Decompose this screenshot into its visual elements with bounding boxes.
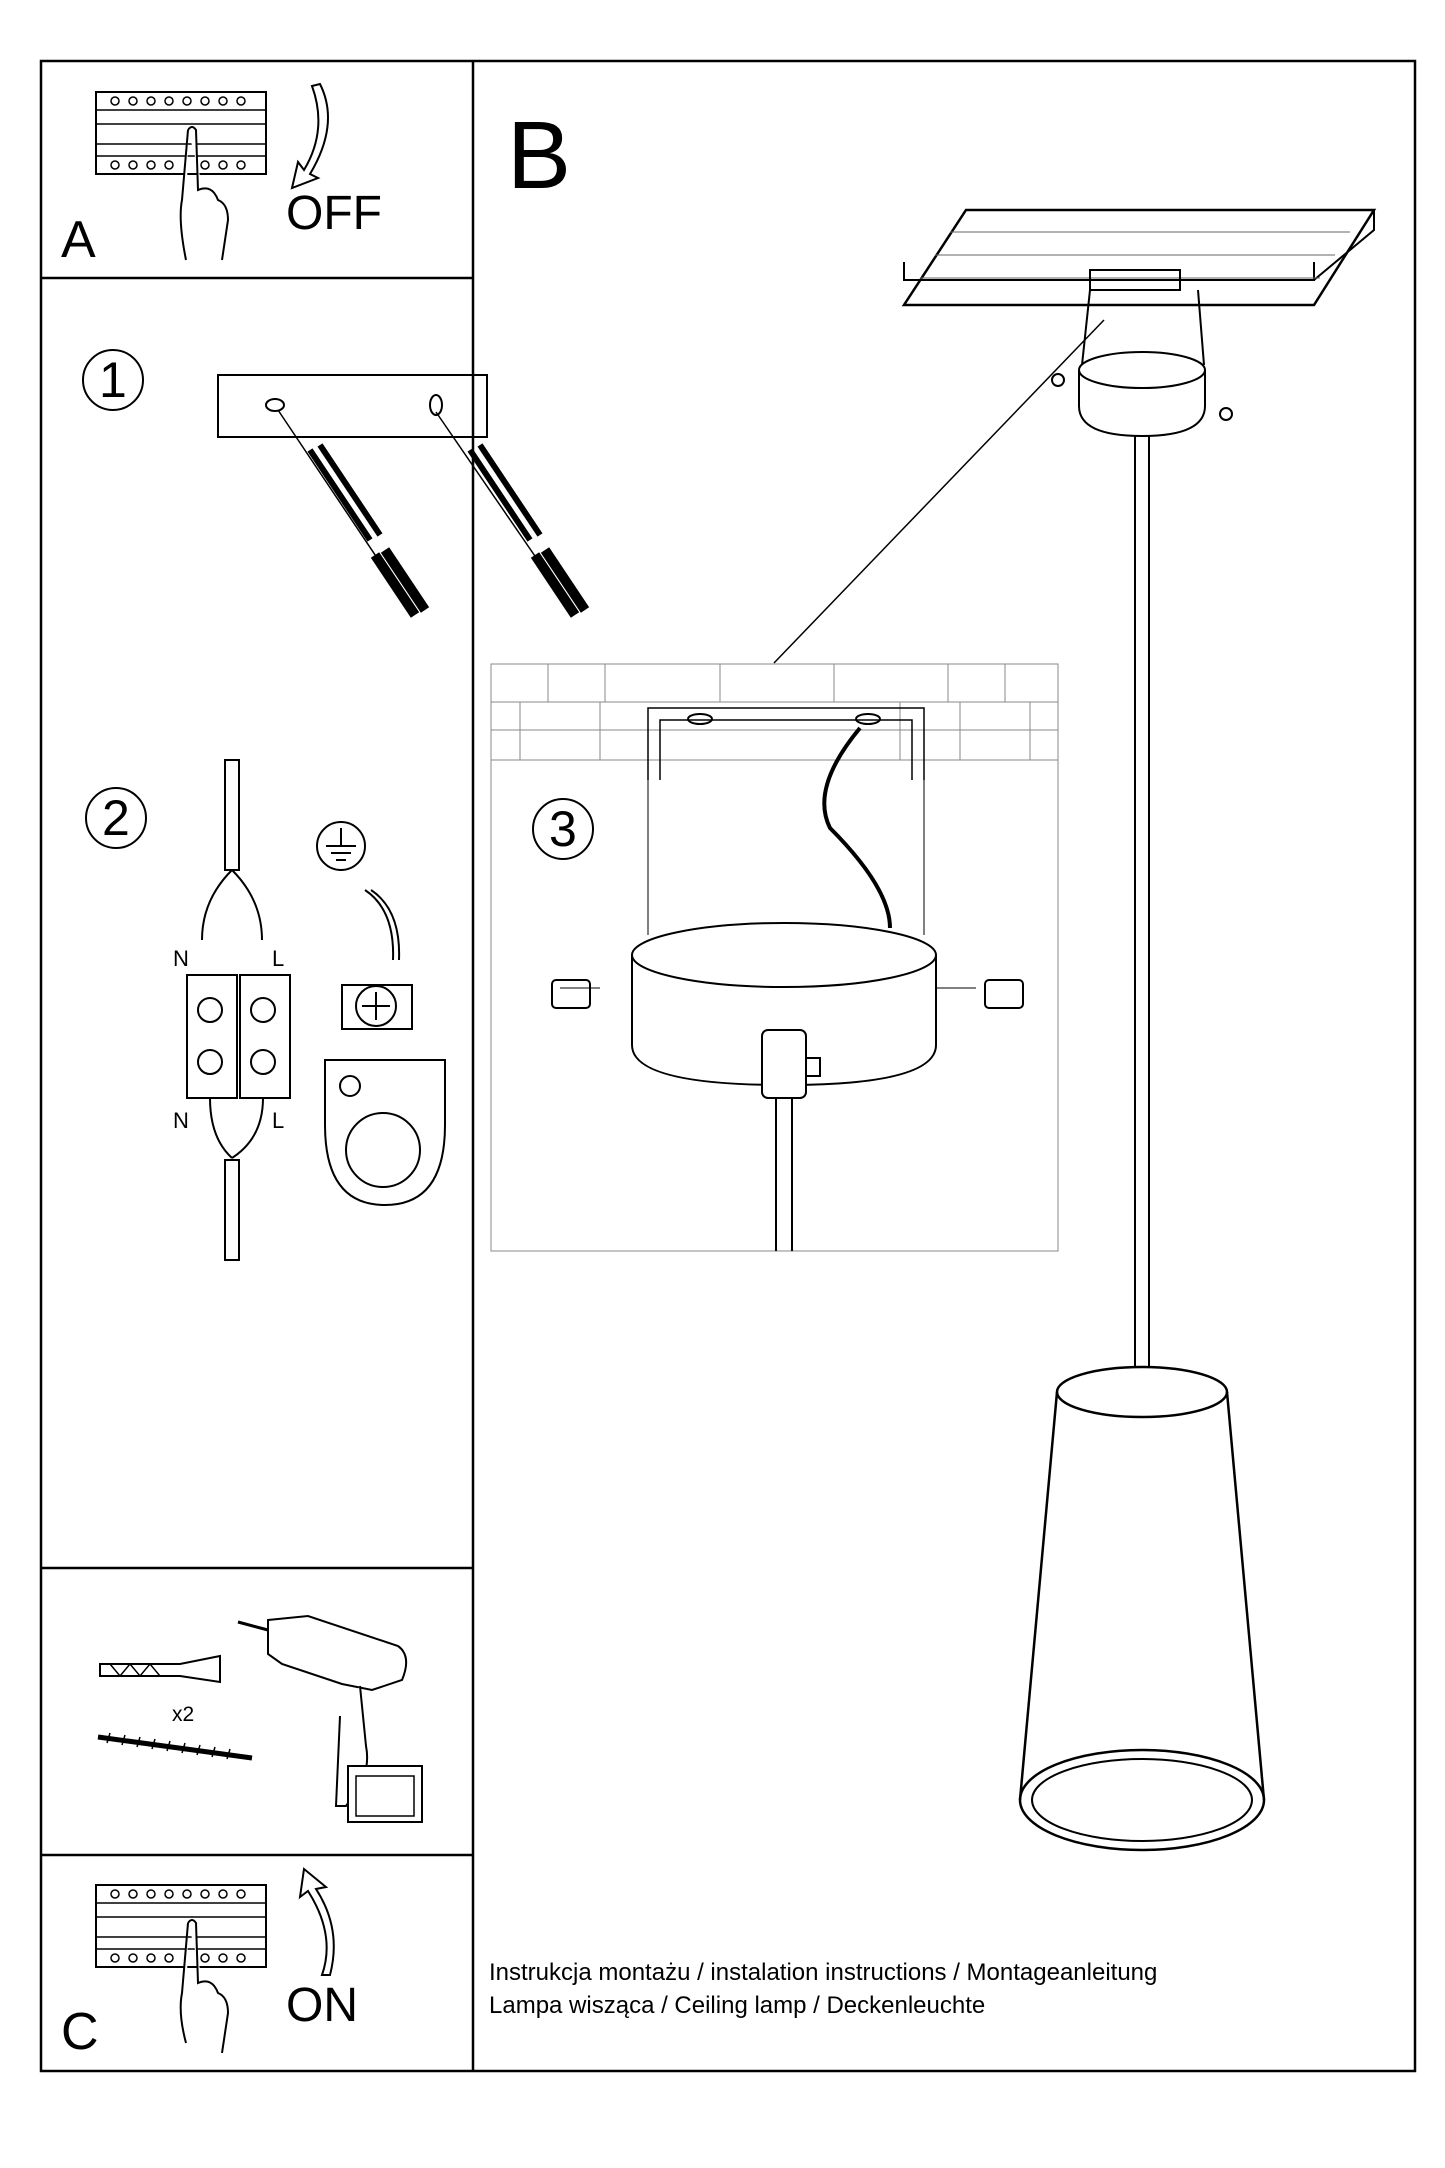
step-2-number: 2: [102, 790, 130, 846]
arrow-up-icon: [298, 1867, 335, 1976]
drill-icon: [237, 1614, 423, 1823]
detail-box: [490, 663, 1059, 1252]
cord-icon: [1134, 436, 1150, 1376]
canopy-detail-icon: [551, 707, 1024, 1251]
step-1-badge: [82, 349, 144, 411]
panel-b-label: B: [507, 102, 572, 209]
mounting-plate-icon: [217, 374, 488, 438]
arrow-down-icon: [290, 82, 329, 190]
footer-product-type: Lampa wisząca / Ceiling lamp / Deckenleu…: [489, 1992, 986, 2019]
anchor-screws-icon: [277, 409, 590, 618]
hand-icon: [179, 126, 230, 261]
breaker-panel-icon: [95, 1884, 267, 1968]
panel-a-label: A: [61, 211, 96, 269]
screw-icon: [97, 1732, 253, 1761]
terminal-block-icon: [186, 759, 291, 1261]
panel-c-label: C: [61, 2003, 99, 2061]
step-2-badge: [85, 787, 147, 849]
ceiling-plate-icon: [901, 208, 1377, 307]
page-frame: [39, 59, 1417, 2073]
hand-icon: [179, 1919, 230, 2054]
ceiling-tiles: [491, 664, 1058, 761]
power-off-label: OFF: [286, 187, 382, 240]
lamp-shade-icon: [1018, 1365, 1266, 1852]
footer-instructions-title: Instrukcja montażu / instalation instruc…: [489, 1959, 1158, 1986]
neutral-label-top: N: [173, 946, 189, 971]
neutral-label-bottom: N: [173, 1108, 189, 1133]
breaker-panel-icon: [95, 91, 267, 175]
wall-plug-icon: [99, 1654, 221, 1684]
step-1-number: 1: [99, 352, 127, 408]
step-3-number: 3: [549, 801, 577, 857]
ground-terminal-icon: [316, 821, 446, 1207]
canopy-icon: [1051, 269, 1233, 438]
step-3-badge: [532, 798, 594, 860]
power-on-label: ON: [286, 1979, 358, 2032]
live-label-top: L: [272, 946, 285, 971]
quantity-label: x2: [172, 1703, 195, 1726]
live-label-bottom: L: [272, 1108, 285, 1133]
